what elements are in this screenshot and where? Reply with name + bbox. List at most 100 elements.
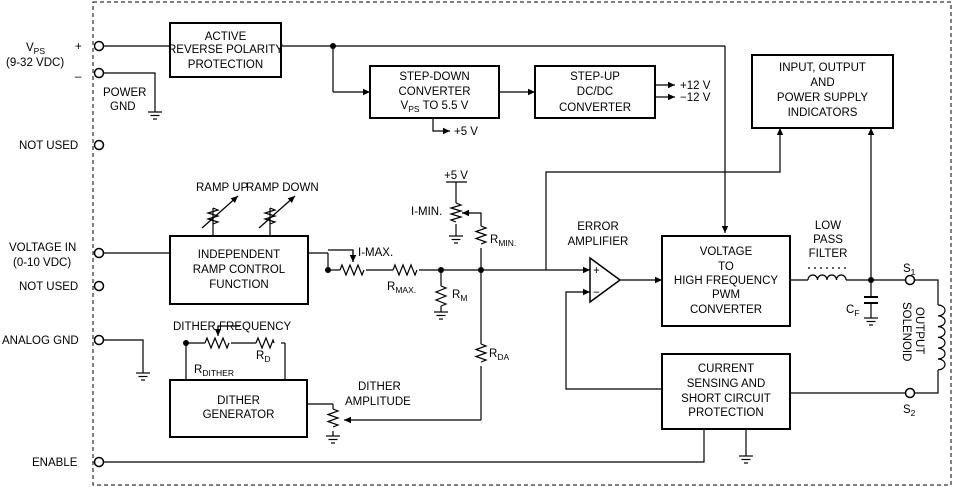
current-sensing-block xyxy=(661,353,791,430)
resistor-r-m xyxy=(434,285,448,307)
terminal-vps-plus xyxy=(93,40,105,52)
current-sense-line2: SENSING AND xyxy=(687,378,766,390)
step-up-line3: CONVERTER xyxy=(559,102,631,114)
i-min-label: I-MIN. xyxy=(411,206,442,218)
power-gnd-label-1: POWER xyxy=(103,87,146,99)
dither-generator-line1: DITHER xyxy=(217,395,260,407)
reverse-polarity-block xyxy=(169,22,282,78)
enable-label: ENABLE xyxy=(32,457,78,469)
power-gnd-label-2: GND xyxy=(110,101,136,113)
vps-range-label: (9-32 VDC) xyxy=(6,57,64,69)
error-amplifier-label-1: ERROR xyxy=(577,221,619,233)
lpf-inductor xyxy=(807,267,847,281)
vps-minus-sign: _ xyxy=(74,66,82,78)
ramp-down-label: RAMP DOWN xyxy=(246,182,319,194)
reverse-polarity-line1: ACTIVE xyxy=(205,31,247,43)
lpf-label-2: PASS xyxy=(813,234,843,246)
s2-label: S2 xyxy=(903,404,916,418)
ground-icon xyxy=(326,435,340,444)
pwm-line1: VOLTAGE xyxy=(700,246,753,258)
resistor-r-d xyxy=(255,336,275,350)
resistor-ramp-up xyxy=(205,207,221,225)
dither-frequency-label: DITHER FREQUENCY xyxy=(173,321,292,333)
dither-amplitude-label-2: AMPLITUDE xyxy=(345,396,411,408)
ground-icon xyxy=(136,372,150,381)
plus12v-output: +12 V xyxy=(680,80,711,92)
solenoid-label-1: SOLENOID xyxy=(900,302,912,361)
r-max-label: RMAX. xyxy=(387,281,416,295)
wiring xyxy=(104,45,939,463)
resistor-r-max xyxy=(392,263,418,277)
s1-label: S1 xyxy=(903,263,916,277)
ramp-up-label: RAMP UP xyxy=(196,182,249,194)
pwm-line5: CONVERTER xyxy=(690,304,762,316)
ramp-control-block xyxy=(169,235,309,305)
cf-label: CF xyxy=(846,304,860,318)
step-down-5v-output: +5 V xyxy=(454,126,478,138)
resistors xyxy=(201,195,488,428)
ground-icon xyxy=(864,317,878,326)
amp-plus-sign: + xyxy=(593,265,600,277)
ground-icon xyxy=(449,235,463,244)
resistor-r-da xyxy=(474,343,488,363)
step-down-line3: VPS TO 5.5 V xyxy=(401,100,469,114)
resistor-dither-amplitude xyxy=(326,408,340,428)
dither-generator-block xyxy=(169,379,308,438)
ramp-control-line1: INDEPENDENT xyxy=(198,249,280,261)
current-sense-line1: CURRENT xyxy=(698,363,754,375)
pwm-line2: TO xyxy=(718,261,734,273)
reverse-polarity-line3: PROTECTION xyxy=(188,59,263,71)
pwm-converter-block xyxy=(661,235,791,327)
amp-minus-sign: − xyxy=(593,287,600,299)
ground-symbols xyxy=(136,111,878,464)
vps-plus-sign: + xyxy=(75,41,82,53)
terminal-not-used-2 xyxy=(93,280,105,292)
r-dither-label: RDITHER xyxy=(194,364,234,378)
indicators-line4: INDICATORS xyxy=(788,107,858,119)
indicators-line3: POWER SUPPLY xyxy=(777,92,868,104)
indicators-line1: INPUT, OUTPUT xyxy=(779,62,866,74)
resistor-i-max xyxy=(339,263,365,277)
r-min-label: RMIN. xyxy=(490,234,516,248)
lpf-label-1: LOW xyxy=(815,220,841,232)
resistor-ramp-down xyxy=(262,207,278,225)
ground-icon xyxy=(739,455,753,464)
step-down-line2: CONVERTER xyxy=(399,86,471,98)
i-max-label: I-MAX. xyxy=(358,247,393,259)
step-up-line1: STEP-UP xyxy=(570,71,620,83)
pwm-line4: PWM xyxy=(712,289,740,301)
minus12v-output: −12 V xyxy=(680,92,711,104)
reverse-polarity-line2: REVERSE POLARITY xyxy=(168,44,283,56)
lpf-label-3: FILTER xyxy=(809,248,848,260)
terminal-enable xyxy=(93,456,105,468)
terminal-not-used-1 xyxy=(93,139,105,151)
junction-dots xyxy=(183,43,874,346)
not-used-label-1: NOT USED xyxy=(19,140,78,152)
voltage-in-range-label: (0-10 VDC) xyxy=(13,257,71,269)
terminal-analog-gnd xyxy=(93,334,105,346)
r-da-label: RDA xyxy=(489,348,509,362)
plus5v-label: +5 V xyxy=(444,170,468,182)
ramp-control-line2: RAMP CONTROL xyxy=(193,264,286,276)
current-sense-line4: PROTECTION xyxy=(688,407,763,419)
resistor-r-dither xyxy=(204,336,230,350)
module-outline xyxy=(92,1,952,486)
r-d-label: RD xyxy=(256,350,270,364)
resistor-i-min xyxy=(448,202,464,223)
not-used-label-2: NOT USED xyxy=(19,281,78,293)
vps-label: VPS xyxy=(26,42,45,56)
terminal-s2 xyxy=(904,387,916,399)
terminal-power-gnd xyxy=(93,67,105,79)
r-m-label: RM xyxy=(452,289,467,303)
indicators-line2: AND xyxy=(810,77,834,89)
analog-gnd-label: ANALOG GND xyxy=(2,335,79,347)
dither-amplitude-label-1: DITHER xyxy=(358,381,401,393)
ground-icon xyxy=(148,111,162,120)
ramp-control-line3: FUNCTION xyxy=(209,279,268,291)
resistor-r-min xyxy=(474,225,488,245)
pwm-line3: HIGH FREQUENCY xyxy=(674,275,778,287)
capacitor-cf xyxy=(864,296,878,304)
step-up-block xyxy=(534,65,656,119)
error-amplifier: + − xyxy=(589,256,622,304)
